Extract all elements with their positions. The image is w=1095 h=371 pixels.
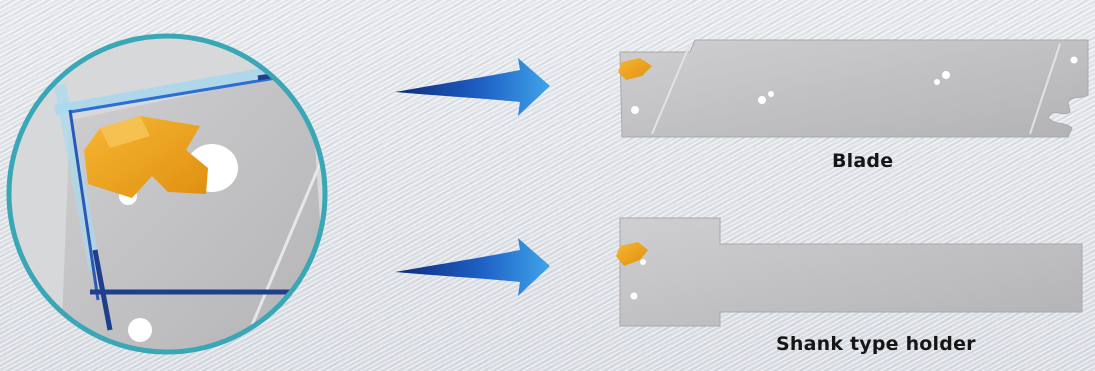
blade-insert (618, 58, 652, 80)
magnifier-ring (6, 33, 328, 355)
shank-holder-image (616, 217, 1083, 327)
shank-holder-label: Shank type holder (776, 333, 976, 355)
blade-label: Blade (832, 150, 894, 172)
shank-insert (616, 242, 648, 266)
magnified-blade-body (60, 70, 325, 352)
arrow-right-icon (395, 238, 550, 296)
arrow-right-icon (395, 58, 550, 116)
blade-image (618, 39, 1089, 138)
magnifier-detail (6, 33, 328, 355)
